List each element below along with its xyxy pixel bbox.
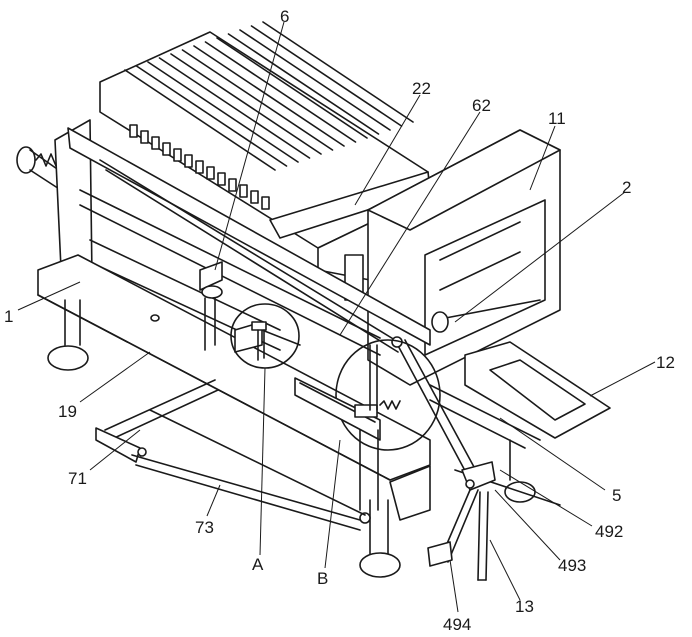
filter-plate-line	[135, 65, 288, 167]
label-71: 71	[68, 469, 87, 488]
filter-plate-line	[204, 41, 357, 143]
label-22: 22	[412, 79, 431, 98]
detail-circle-b	[294, 339, 441, 511]
label-a: A	[252, 555, 264, 574]
label-11: 11	[548, 109, 566, 128]
label-494: 494	[443, 615, 471, 634]
label-2: 2	[622, 178, 631, 197]
filter-plate-tab	[140, 130, 149, 144]
filter-plate-line	[147, 61, 299, 163]
label-13: 13	[515, 597, 534, 616]
filter-plate-line	[158, 57, 311, 159]
filter-plate-line	[239, 29, 391, 131]
filter-plate-tab	[250, 190, 259, 204]
slider-mechanism	[199, 261, 301, 353]
base-beam	[37, 254, 431, 521]
filter-plate-tab	[162, 142, 171, 156]
diagonal-rod	[99, 159, 481, 481]
label-b: B	[317, 569, 328, 588]
filter-plate-tab	[173, 148, 182, 162]
filter-plate-line	[250, 25, 403, 127]
filter-plate-line	[227, 33, 380, 135]
filter-plate-line	[170, 53, 322, 155]
filter-plate-tab	[129, 124, 138, 138]
filter-plate-tab	[195, 160, 204, 174]
main-frame	[54, 119, 431, 356]
filter-plate-tab	[206, 166, 215, 180]
legs	[47, 299, 536, 578]
filter-plate-line	[181, 49, 334, 151]
filter-plate-tab	[228, 178, 237, 192]
label-19: 19	[58, 402, 77, 421]
label-12: 12	[656, 353, 675, 372]
label-62: 62	[472, 96, 491, 115]
filter-plate-tab	[217, 172, 226, 186]
reference-labels: 1 2 5 6 11 12 13 19 22 62 71 73 A B 492 …	[4, 7, 675, 634]
label-493: 493	[558, 556, 586, 575]
label-492: 492	[595, 522, 623, 541]
bottom-frame	[429, 341, 611, 506]
linkage-arms	[95, 379, 371, 531]
filter-plate-line	[262, 21, 414, 123]
leader-lines	[17, 21, 656, 613]
plate-lines	[124, 21, 414, 210]
filter-plate-line	[124, 69, 276, 171]
filter-plate-tab	[261, 196, 270, 210]
label-1: 1	[4, 307, 13, 326]
foot-stand	[427, 461, 496, 581]
label-6: 6	[280, 7, 289, 26]
filter-plate-tab	[239, 184, 248, 198]
filter-plate-tab	[184, 154, 193, 168]
filter-plate-line	[193, 45, 345, 147]
label-73: 73	[195, 518, 214, 537]
filter-plate-tab	[151, 136, 160, 150]
right-frame	[344, 129, 561, 386]
label-5: 5	[612, 486, 621, 505]
filter-plate-line	[216, 37, 368, 139]
